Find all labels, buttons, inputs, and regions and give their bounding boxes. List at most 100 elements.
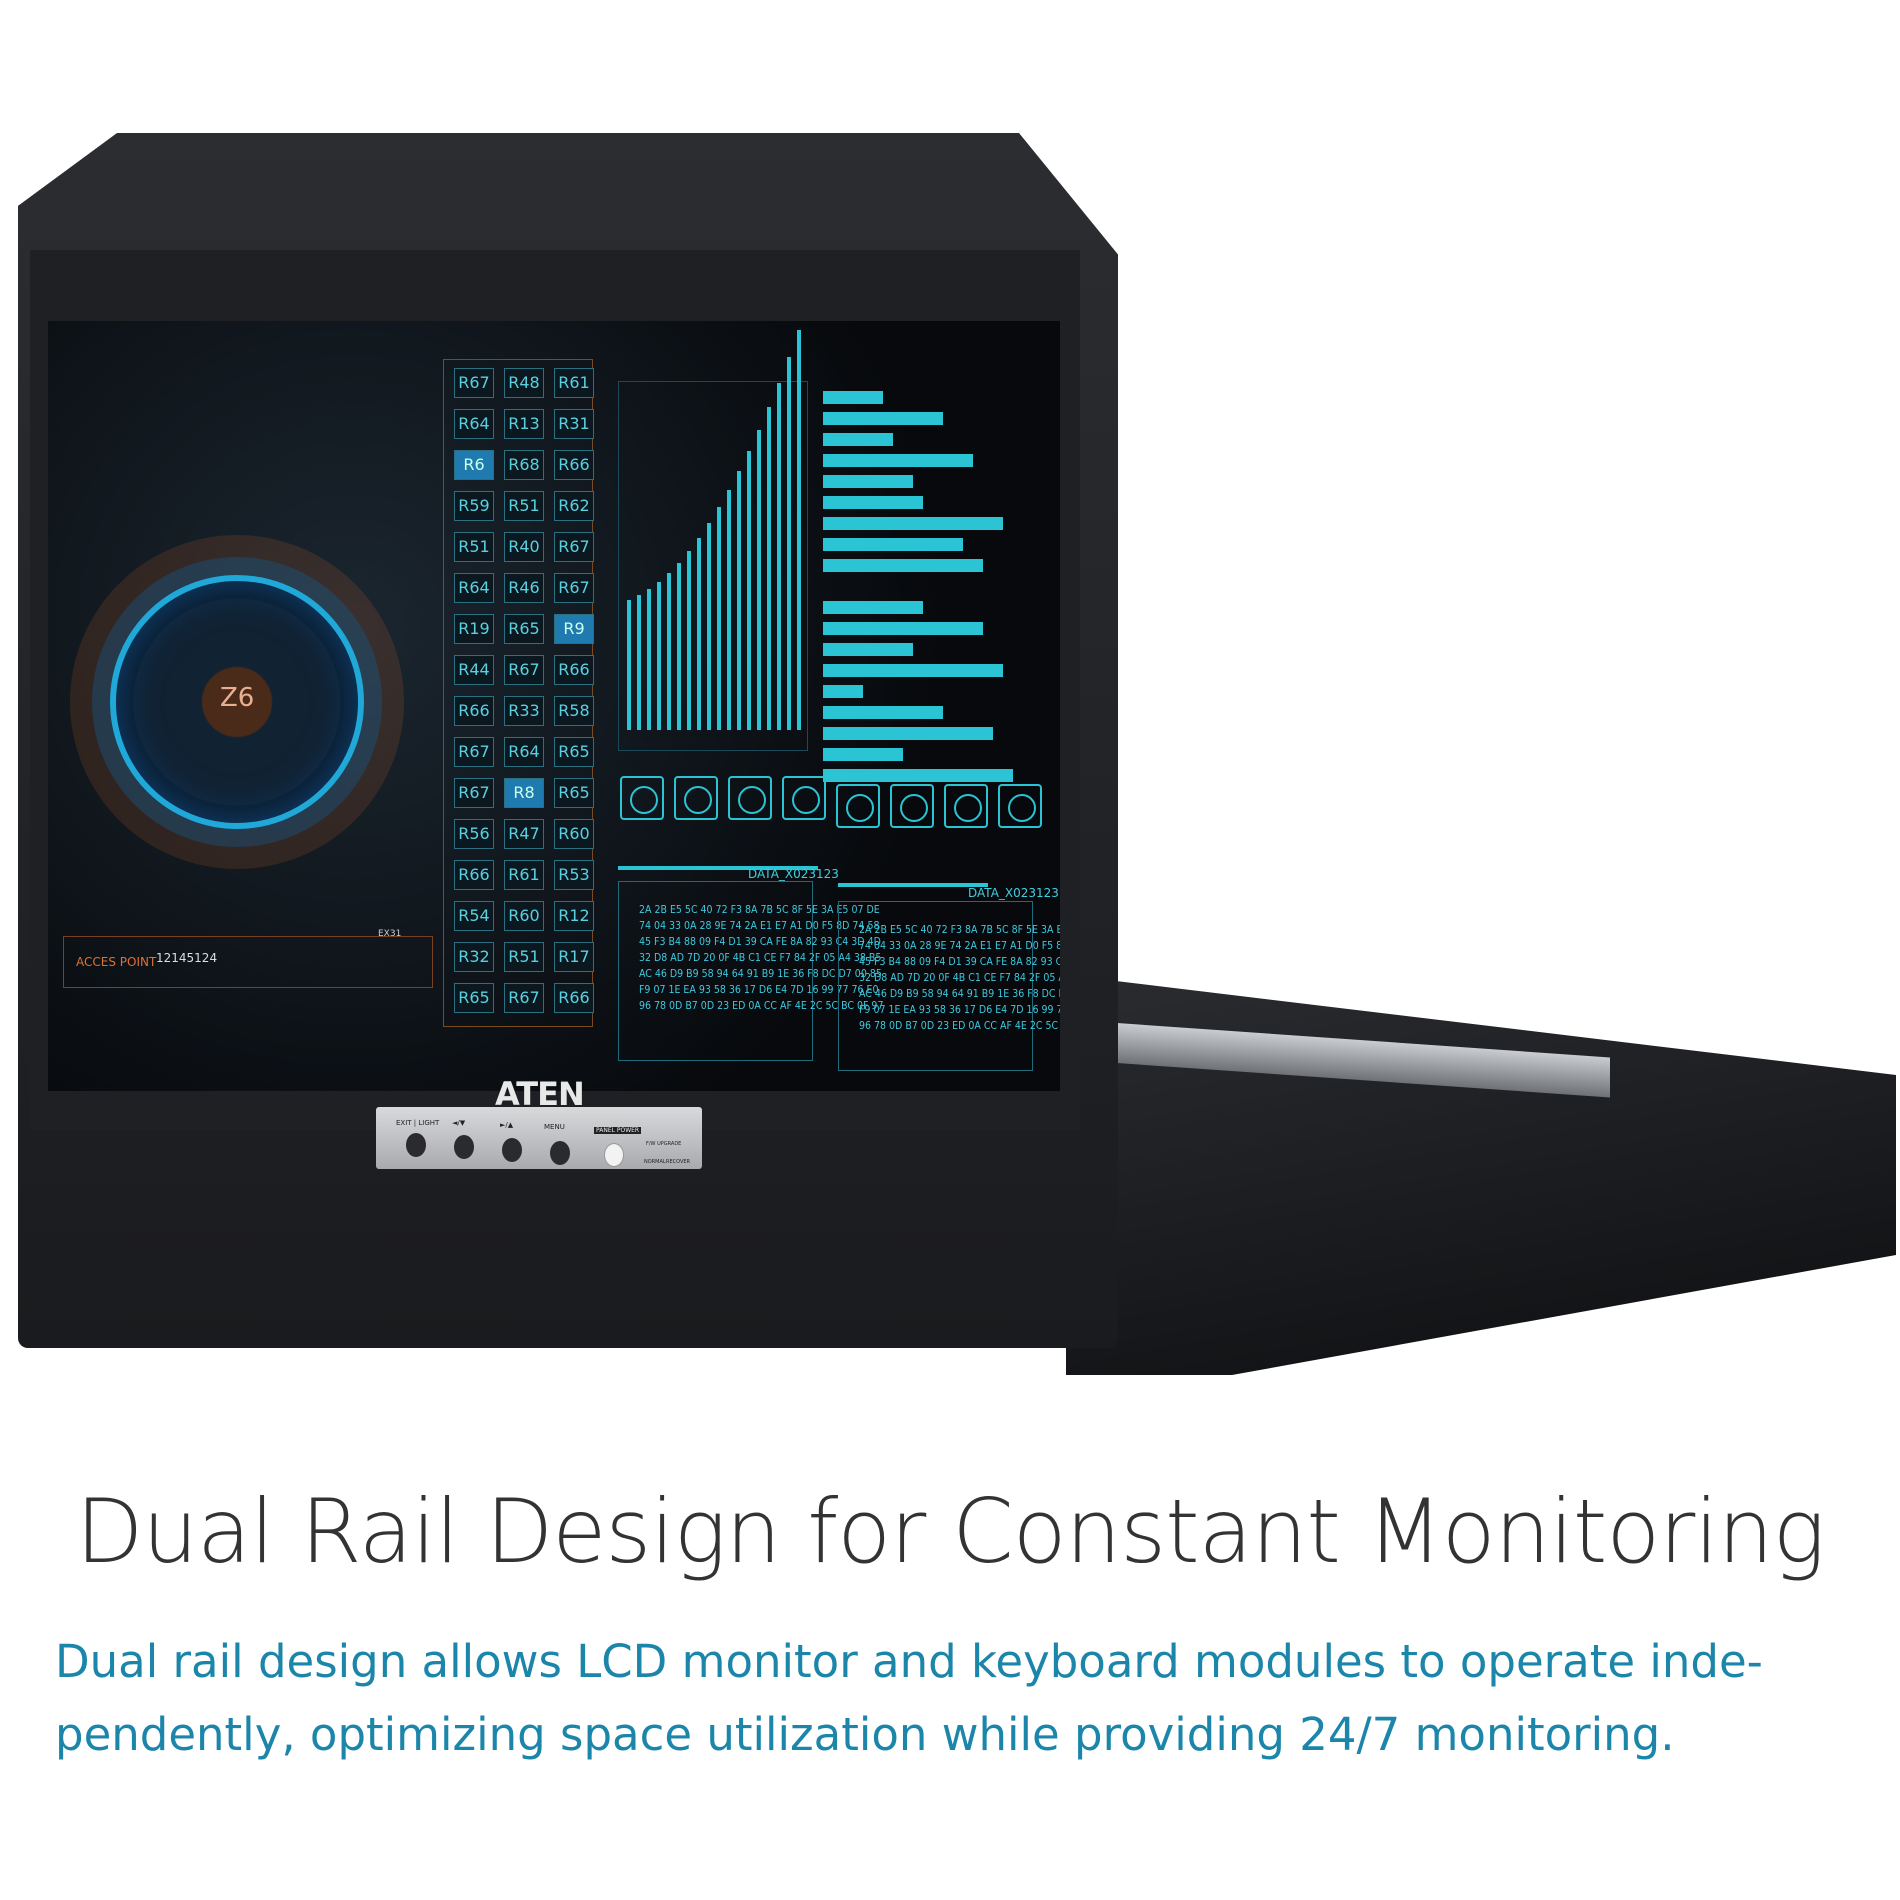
horizontal-bar — [823, 559, 983, 572]
horizontal-bar — [823, 664, 1003, 677]
right-up-button[interactable] — [502, 1138, 522, 1162]
rack-label: R54 — [454, 901, 494, 931]
rack-label: R31 — [554, 409, 594, 439]
bar — [697, 537, 701, 730]
data-panel: 2A 2B E5 5C 40 72 F3 8A 7B 5C 8F 5E 3A E… — [838, 901, 1060, 1071]
bar — [777, 382, 781, 730]
rack-label: R67 — [454, 737, 494, 767]
horizontal-bar — [823, 391, 883, 404]
panel-power-label: PANEL POWER — [594, 1127, 642, 1134]
rack-label: R64 — [454, 409, 494, 439]
rack-label: R40 — [504, 532, 544, 562]
bar — [757, 429, 761, 730]
horizontal-bar — [823, 538, 963, 551]
rack-label: R66 — [554, 655, 594, 685]
horizontal-bar — [823, 433, 893, 446]
rack-label: R51 — [454, 532, 494, 562]
fw-upgrade-label: F/W UPGRADE — [646, 1141, 682, 1147]
normal-label: NORMAL — [644, 1159, 666, 1165]
rack-label: R67 — [504, 983, 544, 1013]
menu-label: MENU — [544, 1123, 565, 1131]
dial-icon — [998, 784, 1042, 828]
rack-label: R67 — [554, 532, 594, 562]
dial-icon — [728, 776, 772, 820]
rack-label: R6 — [454, 450, 494, 480]
bar — [787, 356, 791, 730]
dial-row — [620, 776, 1050, 836]
rack-label: R19 — [454, 614, 494, 644]
rack-label: R68 — [504, 450, 544, 480]
bar — [767, 406, 771, 730]
rack-label: R64 — [504, 737, 544, 767]
osd-control-panel: EXIT | LIGHT ◄/▼ ►/▲ MENU PANEL POWER F/… — [376, 1107, 702, 1169]
access-point-label: ACCES POINT — [76, 955, 157, 969]
bar — [647, 589, 651, 730]
bar — [667, 572, 671, 730]
bar — [707, 523, 711, 730]
rack-label: R66 — [554, 983, 594, 1013]
right-up-label: ►/▲ — [500, 1121, 514, 1129]
horizontal-bar — [823, 706, 943, 719]
rack-label: R66 — [454, 696, 494, 726]
horizontal-bar — [823, 622, 983, 635]
panel-power-button[interactable] — [604, 1143, 624, 1167]
rack-label: R51 — [504, 942, 544, 972]
bar — [687, 550, 691, 730]
radar-label: Z6 — [220, 683, 255, 713]
horizontal-bar — [823, 601, 923, 614]
access-point-box: ACCES POINT 12145124 — [63, 936, 433, 988]
rack-label: R47 — [504, 819, 544, 849]
rack-label: R59 — [454, 491, 494, 521]
rack-label: R64 — [454, 573, 494, 603]
exit-light-button[interactable] — [406, 1133, 426, 1157]
rack-label: R56 — [454, 819, 494, 849]
rack-label: R12 — [554, 901, 594, 931]
bar — [737, 471, 741, 730]
rack-label: R53 — [554, 860, 594, 890]
description-line-2: pendently, optimizing space utilization … — [55, 1708, 1675, 1761]
horizontal-bar — [823, 496, 923, 509]
radar-graphic — [110, 575, 364, 829]
horizontal-bar — [823, 412, 943, 425]
dial-icon — [890, 784, 934, 828]
horizontal-bar — [823, 517, 1003, 530]
bar — [627, 600, 631, 730]
rack-label: R67 — [454, 368, 494, 398]
horizontal-bar — [823, 685, 863, 698]
bar-graph — [618, 329, 808, 751]
data-header-bar — [618, 866, 818, 870]
rack-label: R9 — [554, 614, 594, 644]
data-panel: 2A 2B E5 5C 40 72 F3 8A 7B 5C 8F 5E 3A E… — [618, 881, 883, 1061]
dial-icon — [674, 776, 718, 820]
menu-button[interactable] — [550, 1141, 570, 1165]
dial-icon — [782, 776, 826, 820]
bar — [677, 562, 681, 730]
access-point-value: 12145124 — [156, 951, 218, 965]
rack-label: R13 — [504, 409, 544, 439]
rack-label: R62 — [554, 491, 594, 521]
bar — [657, 581, 661, 730]
horizontal-bar — [823, 454, 973, 467]
horizontal-bar — [823, 643, 913, 656]
left-down-button[interactable] — [454, 1135, 474, 1159]
rack-label: R33 — [504, 696, 544, 726]
dial-icon — [620, 776, 664, 820]
rack-label: R66 — [454, 860, 494, 890]
dial-icon — [836, 784, 880, 828]
bar — [727, 490, 731, 730]
rack-label: R60 — [554, 819, 594, 849]
radar-tag: EX31 — [378, 929, 402, 939]
data-label: DATA_X023123 — [748, 867, 839, 881]
data-label: DATA_X023123 — [968, 886, 1059, 900]
description-line-1: Dual rail design allows LCD monitor and … — [55, 1635, 1763, 1688]
rack-label: R65 — [554, 778, 594, 808]
hex-data: 2A 2B E5 5C 40 72 F3 8A 7B 5C 8F 5E 3A E… — [639, 904, 884, 1012]
left-down-label: ◄/▼ — [452, 1119, 466, 1127]
rack-label: R67 — [454, 778, 494, 808]
hex-data: 2A 2B E5 5C 40 72 F3 8A 7B 5C 8F 5E 3A E… — [859, 924, 1060, 1032]
bar — [797, 329, 801, 730]
rack-label: R61 — [554, 368, 594, 398]
horizontal-bar — [823, 769, 1013, 782]
data-header-bar — [838, 883, 988, 887]
